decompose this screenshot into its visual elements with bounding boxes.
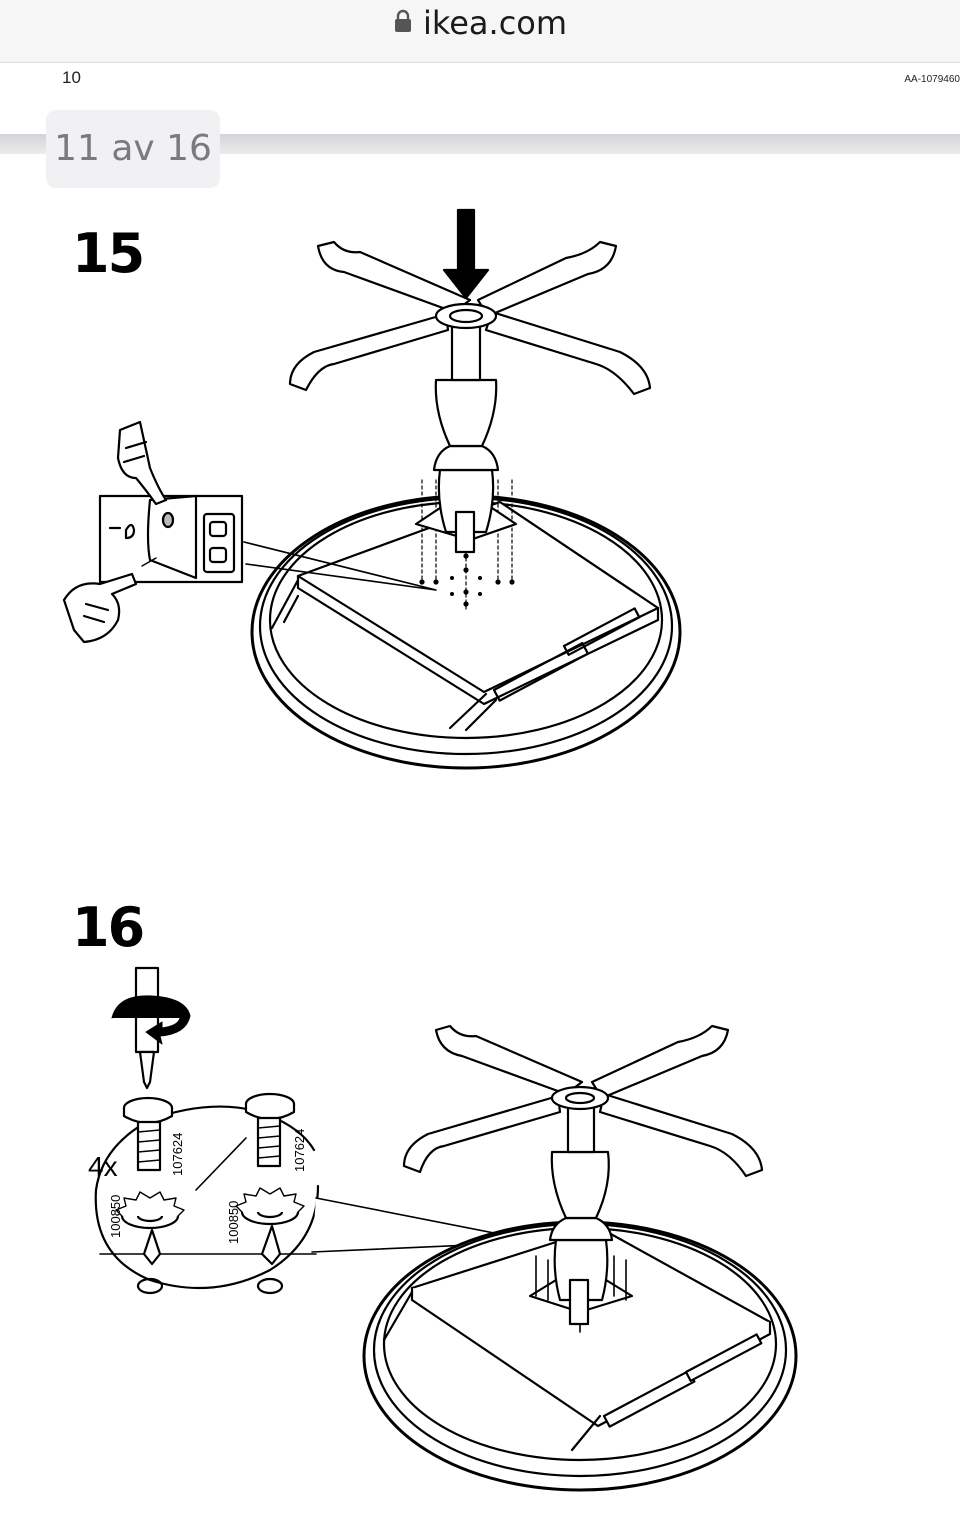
pedestal-legs — [288, 240, 652, 396]
washer-part-number: 100850 — [108, 1195, 123, 1238]
screw-part-number: 107624 — [292, 1129, 307, 1172]
page-number: 10 — [62, 68, 81, 87]
quantity-label: 4x — [88, 1151, 118, 1182]
address-display[interactable]: ikea.com — [0, 4, 960, 42]
pedestal-column — [432, 316, 500, 554]
washer-part-number: 100850 — [226, 1201, 241, 1244]
table-top-underside — [250, 494, 682, 770]
toothed-washer-icon — [235, 1187, 305, 1226]
hand-press-icon — [116, 420, 168, 506]
step-16-number: 16 — [72, 896, 145, 959]
mounting-holes — [419, 553, 515, 607]
step-15-illustration — [62, 208, 682, 770]
downward-arrow-icon — [442, 208, 490, 300]
screw-part-number: 107624 — [170, 1133, 185, 1176]
screw-icon — [244, 1092, 296, 1168]
step-15-number: 15 — [72, 222, 145, 285]
screw-icon — [122, 1096, 174, 1172]
domain-text: ikea.com — [422, 4, 568, 42]
page-indicator: 11 av 16 — [46, 110, 220, 188]
document-code: AA-1079460 — [904, 74, 960, 85]
rotate-clockwise-icon — [111, 995, 191, 1045]
step-16-illustration: 4x 107624 107624 100850 100850 — [88, 966, 798, 1492]
browser-address-bar[interactable]: ikea.com — [0, 0, 960, 63]
pedestal-column — [548, 1098, 614, 1326]
toothed-washer-icon — [115, 1191, 185, 1230]
hand-point-icon — [62, 572, 138, 644]
lock-icon — [393, 3, 413, 41]
page-divider — [0, 134, 960, 154]
detail-inset — [98, 494, 244, 584]
pedestal-legs — [402, 1024, 764, 1178]
